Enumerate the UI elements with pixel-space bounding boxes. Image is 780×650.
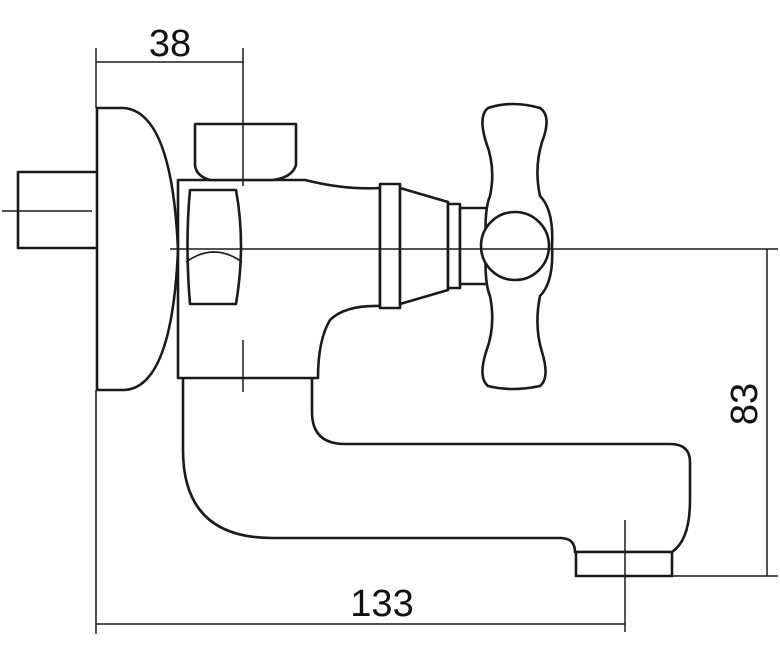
spout — [181, 363, 692, 554]
inlet-pipe — [16, 170, 102, 250]
dim-133-label: 133 — [350, 583, 413, 625]
bonnet-cone — [398, 186, 450, 306]
bonnet-ring — [446, 202, 462, 290]
bonnet — [378, 182, 402, 310]
top-connector — [193, 122, 298, 182]
spout-outlet — [574, 550, 674, 578]
dim-38-label: 38 — [149, 23, 191, 65]
hex-nut — [186, 188, 243, 306]
wall-flange — [95, 106, 180, 392]
handle-hub — [479, 210, 551, 282]
hex-nut-detail — [185, 251, 243, 263]
dim-83-label: 83 — [724, 383, 766, 425]
